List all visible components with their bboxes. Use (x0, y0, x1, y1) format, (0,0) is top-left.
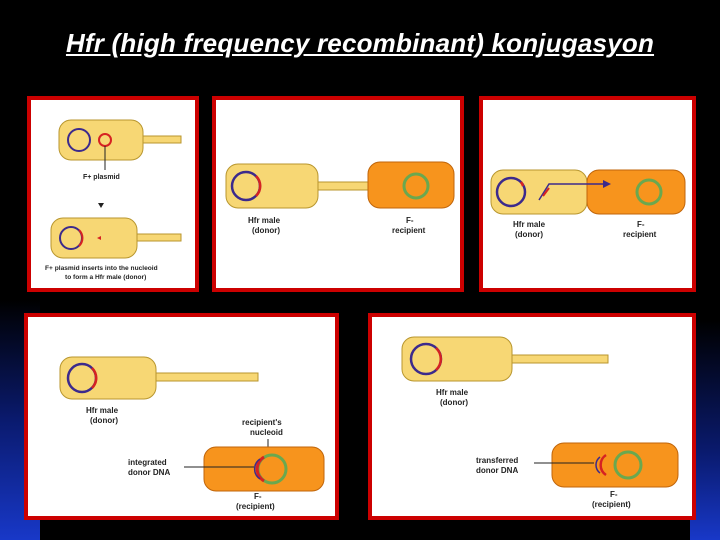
donor-label-2: (donor) (515, 230, 543, 239)
donor-label-1: Hfr male (248, 216, 281, 225)
nucleoid-label-1: recipient's (242, 418, 282, 427)
panel-plasmid-insertion: F+ plasmid F+ plasmid inserts into the n… (27, 96, 199, 292)
transfer-arrow (603, 180, 611, 188)
donor-label-2: (donor) (90, 416, 118, 425)
hfr-cell (490, 169, 588, 215)
recipient-label-2: (recipient) (236, 502, 275, 511)
integrated-label-1: integrated (128, 458, 167, 467)
hfr-f-start (519, 181, 525, 187)
hfr-integrated-f (435, 347, 443, 371)
donor-label-1: Hfr male (436, 388, 469, 397)
recipient-cell (203, 446, 325, 492)
hfr-cell (59, 356, 157, 400)
chromosome-top (67, 128, 91, 152)
panel-2-diagram: Hfr male (donor) F- recipient (225, 161, 455, 235)
recipient-label-2: recipient (392, 226, 426, 235)
panel-4-diagram: Hfr male (donor) recipient's nucleoid in… (59, 356, 325, 511)
insertion-marker (97, 236, 101, 240)
pilus-top (142, 135, 182, 144)
donor-label-2: (donor) (440, 398, 468, 407)
hfr-cell-bottom (50, 217, 138, 259)
hfr-cell (225, 163, 319, 209)
recipient-label-1: F- (610, 490, 618, 499)
recipient-nucleoid (613, 450, 643, 480)
panel-3-diagram: Hfr male (donor) F- recipient (490, 169, 686, 239)
recipient-label-1: F- (254, 492, 262, 501)
label-f-plasmid: F+ plasmid (83, 174, 120, 181)
hfr-integrated-f (91, 367, 98, 389)
transferring-dna (538, 183, 603, 201)
panel-integration: Hfr male (donor) recipient's nucleoid in… (24, 313, 339, 520)
hfr-cell-top (58, 119, 144, 161)
pilus (155, 372, 259, 382)
recipient-label-1: F- (406, 216, 414, 225)
hfr-cell (401, 336, 513, 382)
panel-1-diagram: F+ plasmid F+ plasmid inserts into the n… (45, 119, 182, 281)
panel-conjugation-bridge: Hfr male (donor) F- recipient (479, 96, 696, 292)
slide-title: Hfr (high frequency recombinant) konjuga… (65, 28, 655, 58)
recipient-nucleoid (635, 178, 663, 206)
donor-label-1: Hfr male (513, 220, 546, 229)
recipient-label-2: (recipient) (592, 500, 631, 509)
transferred-label-2: donor DNA (476, 466, 518, 475)
pilus (317, 181, 369, 191)
panel-transferred: Hfr male (donor) transferred donor DNA F… (368, 313, 696, 520)
label-insert-1: F+ plasmid inserts into the nucleoid (45, 265, 158, 272)
recipient-label-1: F- (637, 220, 645, 229)
pilus-bottom (136, 233, 182, 242)
integrated-plasmid-arc (78, 229, 84, 247)
recipient-label-2: recipient (623, 230, 657, 239)
donor-label-1: Hfr male (86, 406, 119, 415)
transferred-donor-dna (599, 453, 607, 477)
integrated-label-2: donor DNA (128, 468, 170, 477)
hfr-integrated-f (255, 175, 262, 197)
recipient-nucleoid (402, 172, 430, 200)
down-arrow (98, 203, 104, 208)
transferred-label-1: transferred (476, 456, 518, 465)
panel-hfr-and-recipient: Hfr male (donor) F- recipient (212, 96, 464, 292)
nucleoid-label-2: nucleoid (250, 428, 283, 437)
donor-label-2: (donor) (252, 226, 280, 235)
recipient-cell (367, 161, 455, 209)
label-insert-2: to form a Hfr male (donor) (65, 274, 146, 281)
hfr-chromosome (495, 176, 527, 208)
pilus (511, 354, 609, 364)
integrated-donor-dna (255, 455, 265, 483)
panel-5-diagram: Hfr male (donor) transferred donor DNA F… (401, 336, 679, 509)
